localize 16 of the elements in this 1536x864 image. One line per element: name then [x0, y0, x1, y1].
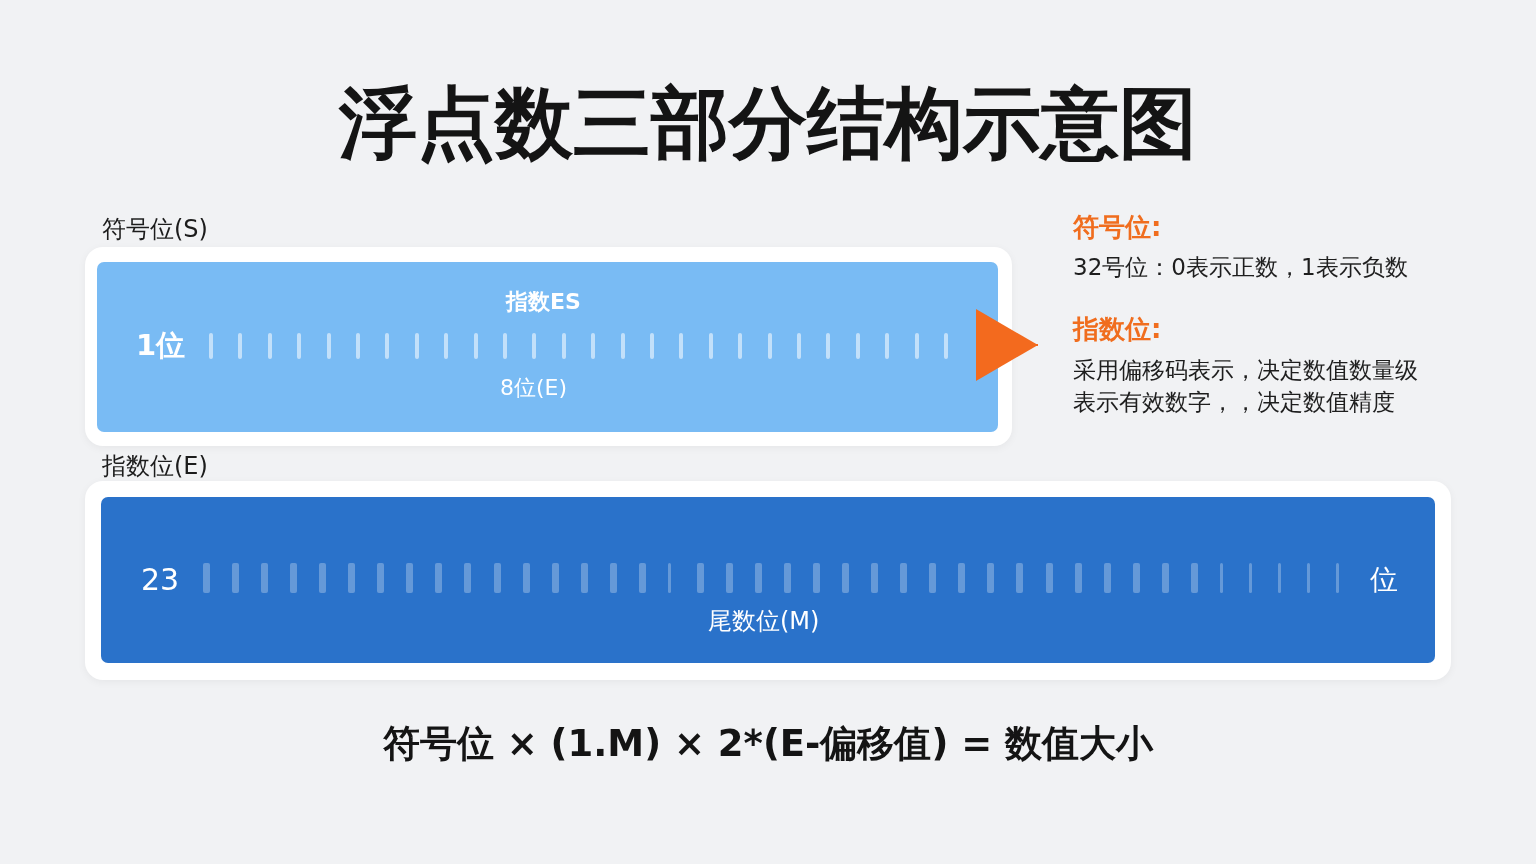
section-heading: 符号位(S) [102, 214, 208, 244]
field-label: 8位(E) [500, 375, 568, 402]
field-label: 指数ES [506, 289, 581, 316]
annotation-heading: 符号位: [1073, 212, 1162, 244]
formula-text: 符号位 × (1.M) × 2*(E-偏移值) = 数值大小 [382, 721, 1154, 767]
bit-count-label: 1位 [136, 328, 186, 363]
diagram-title: 浮点数三部分结构示意图 [339, 77, 1197, 170]
annotation-text: 表示有效数字，，决定数值精度 [1073, 389, 1395, 417]
annotation-heading: 指数位: [1073, 314, 1162, 346]
field-label: 尾数位(M) [708, 607, 820, 636]
bit-count-label: 23 [141, 562, 180, 598]
section-heading: 指数位(E) [102, 451, 208, 481]
annotation-text: 采用偏移码表示，决定数值数量级 [1073, 357, 1418, 385]
unit-label: 位 [1370, 563, 1398, 597]
annotation-text: 32号位：0表示正数，1表示负数 [1073, 254, 1408, 282]
arrow [976, 309, 1039, 381]
